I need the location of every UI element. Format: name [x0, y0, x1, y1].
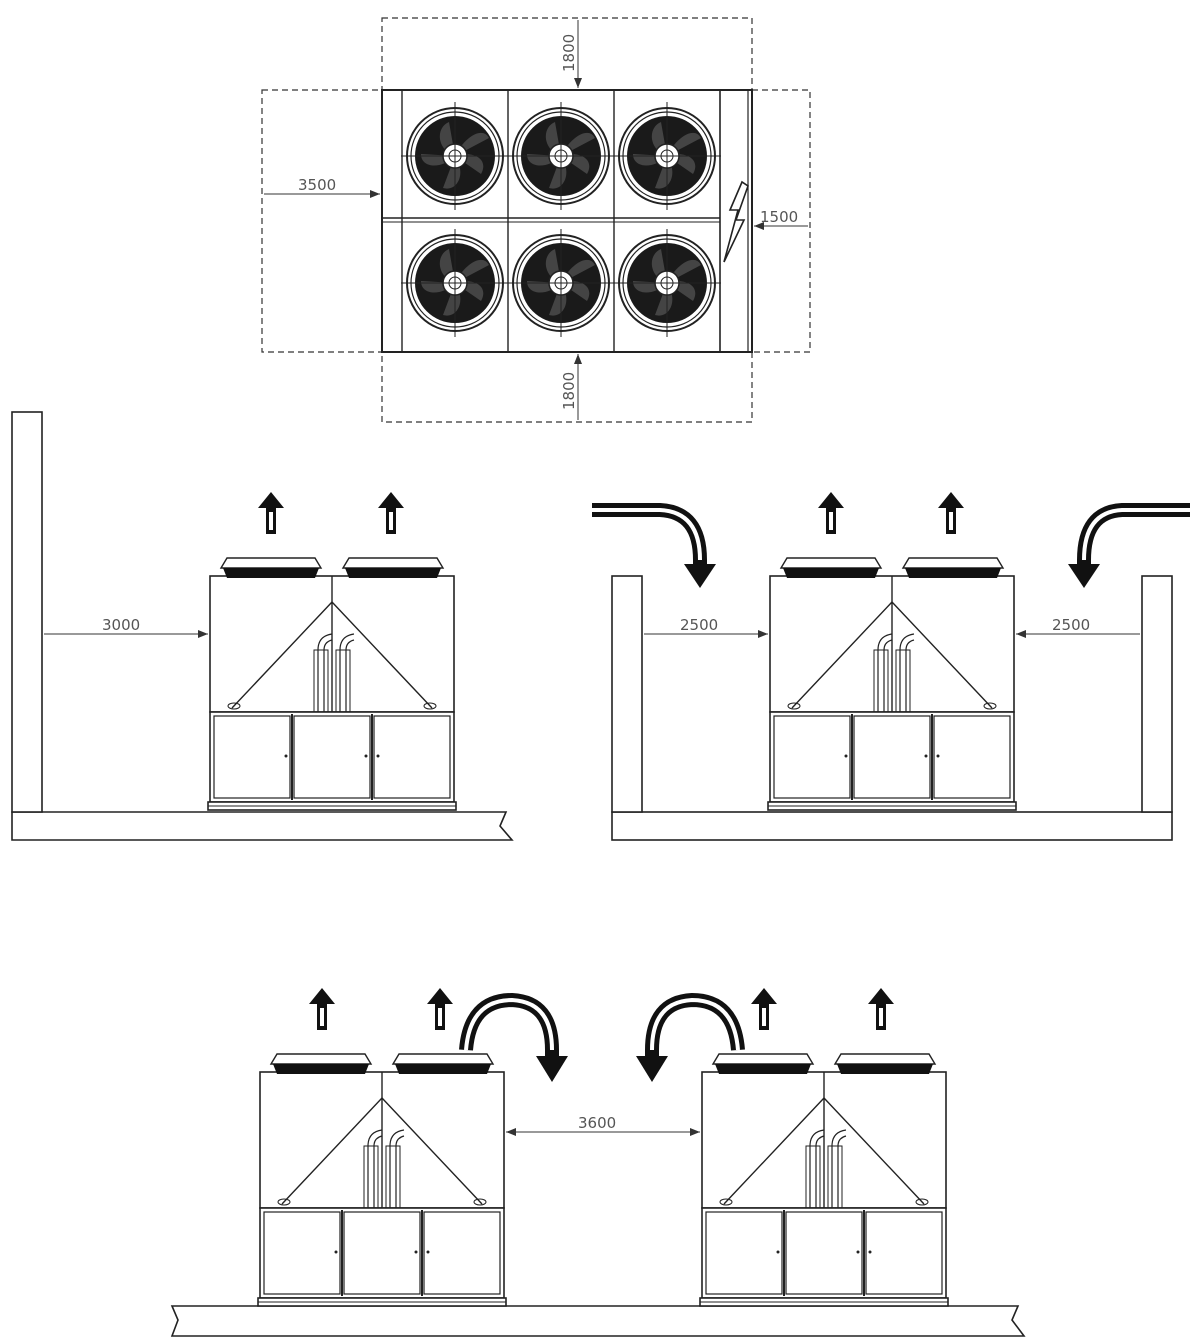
unit-elevation	[768, 558, 1016, 810]
airflow-up-arrow-icon	[378, 492, 404, 534]
dim-between-units-label: 3600	[578, 1114, 616, 1132]
elevation-pit: 2500 2500	[592, 492, 1190, 841]
airflow-up-arrow-icon	[751, 988, 777, 1030]
clearance-zone-left	[261, 89, 383, 353]
airflow-recirculation-right-arrow-icon	[459, 992, 568, 1082]
ground-slab	[11, 811, 514, 841]
wall-right	[1141, 575, 1173, 813]
clearance-zone-back	[381, 17, 753, 91]
dim-left-label: 3500	[298, 176, 336, 194]
dim-pit-left-label: 2500	[680, 616, 718, 634]
wall-left	[611, 575, 643, 813]
airflow-up-arrow-icon	[309, 988, 335, 1030]
dim-wall-clearance-label: 3000	[102, 616, 140, 634]
dim-back-label: 1800	[560, 34, 578, 72]
airflow-recirculation-left-arrow-icon	[636, 992, 745, 1082]
elevation-wall: 3000	[11, 411, 514, 841]
airflow-up-arrow-icon	[868, 988, 894, 1030]
airflow-up-arrow-icon	[818, 492, 844, 534]
airflow-down-right-arrow-icon	[1068, 503, 1190, 588]
airflow-up-arrow-icon	[258, 492, 284, 534]
ground-slab	[170, 1305, 1026, 1337]
ground-slab	[611, 811, 1173, 841]
top-view: 1800 1800 3500 1500	[261, 17, 811, 423]
airflow-up-arrow-icon	[427, 988, 453, 1030]
dim-right-label: 1500	[760, 208, 798, 226]
electrical-hazard-icon	[723, 180, 749, 263]
airflow-up-arrow-icon	[938, 492, 964, 534]
elevation-two-units: 3600	[170, 988, 1026, 1337]
dim-pit-right-label: 2500	[1052, 616, 1090, 634]
unit-elevation-right	[700, 1054, 948, 1306]
unit-elevation	[208, 558, 456, 810]
wall	[11, 411, 43, 813]
dim-front-label: 1800	[560, 372, 578, 410]
unit-elevation-left	[258, 1054, 506, 1306]
airflow-down-left-arrow-icon	[592, 503, 716, 588]
